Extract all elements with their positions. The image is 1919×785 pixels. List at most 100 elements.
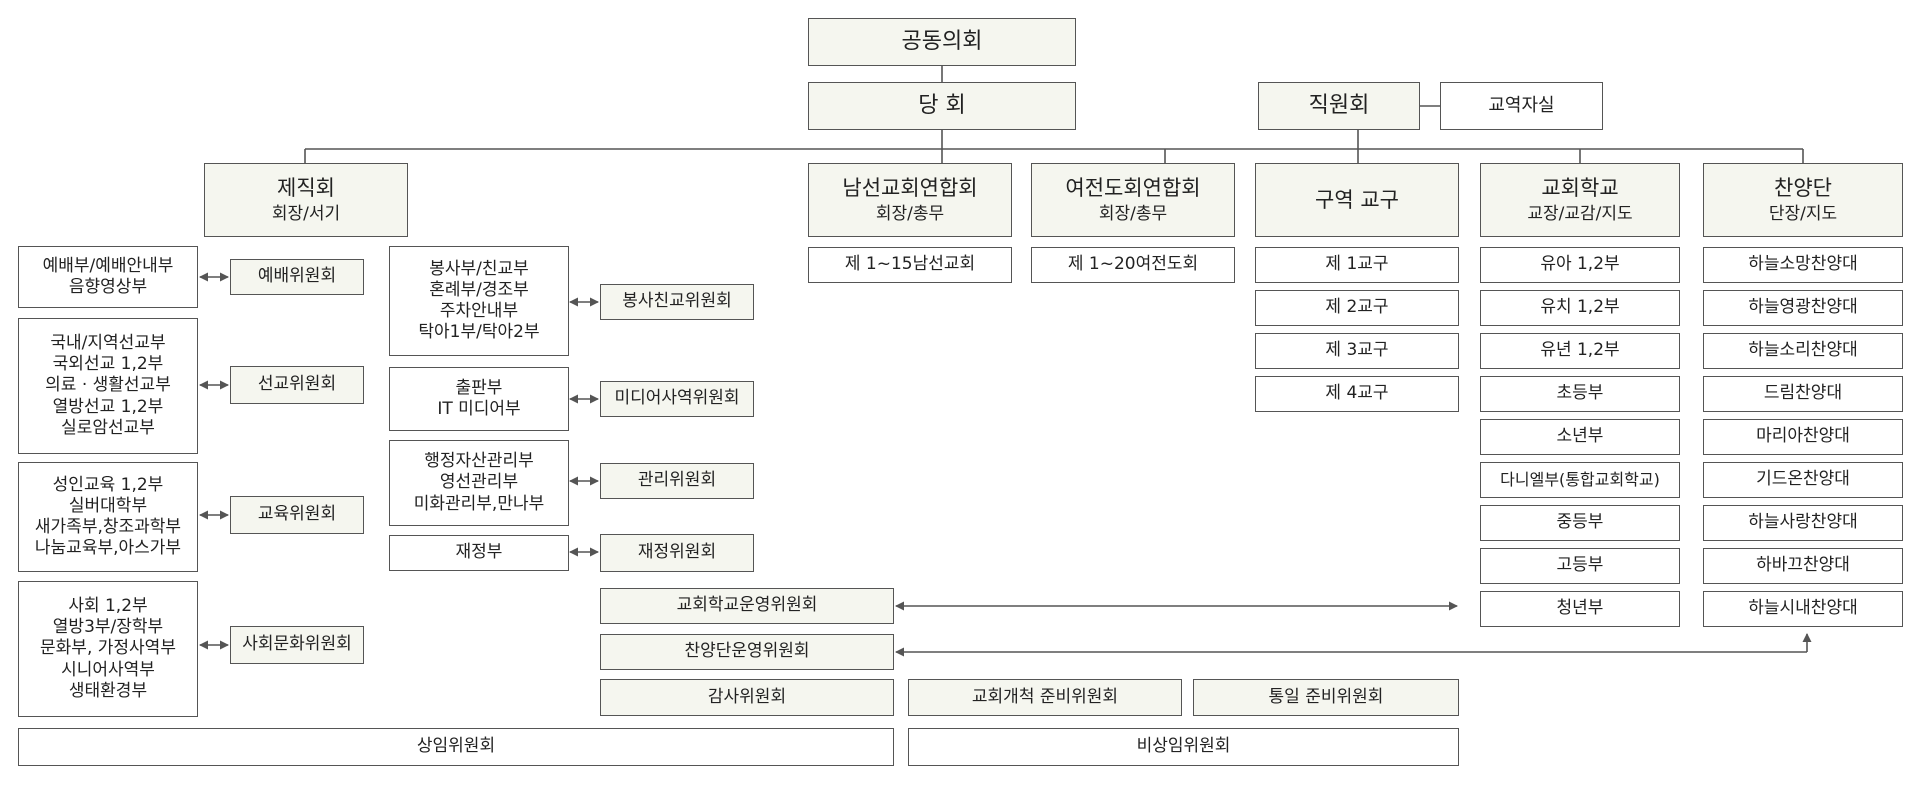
district-item-label: 제 3교구 <box>1325 340 1389 361</box>
mission-committee: 선교위원회 <box>230 366 364 404</box>
men-title: 남선교회연합회 <box>842 176 978 201</box>
choir-item-label: 하늘시내찬양대 <box>1748 598 1858 619</box>
committee-label: 재정위원회 <box>637 542 717 563</box>
choir-item: 드림찬양대 <box>1703 376 1903 412</box>
department-label: 생태환경부 <box>68 680 148 701</box>
choir-item: 하늘소망찬양대 <box>1703 247 1903 283</box>
church-planting-committee: 교회개척 준비위원회 <box>908 679 1182 716</box>
committee-label: 미디어사역위원회 <box>614 388 740 409</box>
district-item-label: 제 1교구 <box>1325 254 1389 275</box>
committee-label: 통일 준비위원회 <box>1268 686 1384 707</box>
school-item: 다니엘부(통합교회학교) <box>1480 462 1680 498</box>
school-item-label: 유아 1,2부 <box>1540 254 1620 275</box>
committee-label: 교회개척 준비위원회 <box>971 686 1119 707</box>
choir-header: 찬양단 단장/지도 <box>1703 163 1903 237</box>
department-label: 출판부 <box>455 377 503 398</box>
school-item: 유년 1,2부 <box>1480 333 1680 369</box>
school-title: 교회학교 <box>1541 176 1619 201</box>
department-label: 시니어사역부 <box>61 659 155 680</box>
choir-item: 마리아찬양대 <box>1703 419 1903 455</box>
media-committee: 미디어사역위원회 <box>600 381 754 417</box>
management-departments: 행정자산관리부 영선관리부 미화관리부,만나부 <box>389 440 569 526</box>
choir-item: 하늘시내찬양대 <box>1703 591 1903 627</box>
choir-item: 하늘영광찬양대 <box>1703 290 1903 326</box>
department-label: 실버대학부 <box>68 495 148 516</box>
school-item-label: 소년부 <box>1556 426 1604 447</box>
committee-label: 찬양단운영위원회 <box>684 641 810 662</box>
department-label: 문화부, 가정사역부 <box>40 638 176 659</box>
committee-label: 관리위원회 <box>637 470 717 491</box>
department-label: 봉사부/친교부 <box>429 258 529 279</box>
non-standing-committee-label: 비상임위원회 <box>1136 736 1231 757</box>
choir-item-label: 마리아찬양대 <box>1756 426 1850 447</box>
department-label: 탁아1부/탁아2부 <box>418 322 540 343</box>
general-assembly-box: 공동의회 <box>808 18 1076 66</box>
school-item-label: 유년 1,2부 <box>1540 340 1620 361</box>
department-label: 나눔교육부,아스가부 <box>34 538 182 559</box>
department-label: 음향영상부 <box>68 277 148 297</box>
worship-committee: 예배위원회 <box>230 259 364 295</box>
districts-header: 구역 교구 <box>1255 163 1459 237</box>
school-item-label: 유치 1,2부 <box>1540 297 1620 318</box>
men-item: 제 1~15남선교회 <box>808 247 1012 283</box>
women-header: 여전도회연합회 회장/총무 <box>1031 163 1235 237</box>
committee-label: 예배위원회 <box>257 266 337 287</box>
department-label: 혼례부/경조부 <box>429 279 529 300</box>
school-item: 유치 1,2부 <box>1480 290 1680 326</box>
district-item-label: 제 4교구 <box>1325 383 1389 404</box>
women-title: 여전도회연합회 <box>1065 176 1201 201</box>
ministry-office-box: 교역자실 <box>1440 82 1603 130</box>
choir-title: 찬양단 <box>1774 176 1832 201</box>
school-item: 초등부 <box>1480 376 1680 412</box>
committee-label: 사회문화위원회 <box>242 634 352 655</box>
department-label: 국내/지역선교부 <box>50 332 166 353</box>
women-item: 제 1~20여전도회 <box>1031 247 1235 283</box>
choir-item-label: 하늘소리찬양대 <box>1748 340 1858 361</box>
committee-label: 봉사친교위원회 <box>622 291 732 312</box>
department-label: 새가족부,창조과학부 <box>34 517 182 537</box>
men-header: 남선교회연합회 회장/총무 <box>808 163 1012 237</box>
school-item-label: 초등부 <box>1556 383 1604 404</box>
service-committee: 봉사친교위원회 <box>600 284 754 320</box>
district-item: 제 3교구 <box>1255 333 1459 369</box>
media-departments: 출판부 IT 미디어부 <box>389 367 569 431</box>
service-departments: 봉사부/친교부 혼례부/경조부 주차안내부 탁아1부/탁아2부 <box>389 246 569 356</box>
school-item: 소년부 <box>1480 419 1680 455</box>
department-label: 미화관리부,만나부 <box>413 493 545 514</box>
department-label: 실로암선교부 <box>61 417 155 438</box>
department-label: 열방선교 1,2부 <box>52 396 164 417</box>
staff-council-label: 직원회 <box>1308 93 1370 119</box>
choir-item: 하바끄찬양대 <box>1703 548 1903 584</box>
ministry-office-label: 교역자실 <box>1488 94 1555 116</box>
men-item-label: 제 1~15남선교회 <box>844 254 976 275</box>
department-label: 국외선교 1,2부 <box>52 354 164 375</box>
district-item: 제 4교구 <box>1255 376 1459 412</box>
school-item: 유아 1,2부 <box>1480 247 1680 283</box>
choir-item: 하늘소리찬양대 <box>1703 333 1903 369</box>
management-committee: 관리위원회 <box>600 463 754 499</box>
choir-item: 기드온찬양대 <box>1703 462 1903 498</box>
department-label: 열방3부/장학부 <box>52 617 164 638</box>
deacons-header: 제직회 회장/서기 <box>204 163 408 237</box>
school-item: 고등부 <box>1480 548 1680 584</box>
district-item: 제 1교구 <box>1255 247 1459 283</box>
men-subtitle: 회장/총무 <box>875 203 945 224</box>
choir-item-label: 하늘영광찬양대 <box>1748 297 1858 318</box>
choir-subtitle: 단장/지도 <box>1768 203 1838 224</box>
mission-departments: 국내/지역선교부 국외선교 1,2부 의료 · 생활선교부 열방선교 1,2부 … <box>18 318 198 454</box>
deacons-subtitle: 회장/서기 <box>271 203 341 224</box>
session-label: 당 회 <box>918 93 966 119</box>
department-label: IT 미디어부 <box>437 399 521 419</box>
general-assembly-label: 공동의회 <box>901 29 983 55</box>
choir-item-label: 드림찬양대 <box>1763 383 1843 404</box>
department-label: 예배부/예배안내부 <box>42 255 174 276</box>
social-culture-departments: 사회 1,2부 열방3부/장학부 문화부, 가정사역부 시니어사역부 생태환경부 <box>18 581 198 717</box>
women-subtitle: 회장/총무 <box>1098 203 1168 224</box>
unification-committee: 통일 준비위원회 <box>1193 679 1459 716</box>
district-item: 제 2교구 <box>1255 290 1459 326</box>
deacons-title: 제직회 <box>277 176 335 201</box>
district-item-label: 제 2교구 <box>1325 297 1389 318</box>
committee-label: 선교위원회 <box>257 374 337 395</box>
standing-committee-label: 상임위원회 <box>416 736 496 757</box>
department-label: 재정부 <box>455 542 503 563</box>
